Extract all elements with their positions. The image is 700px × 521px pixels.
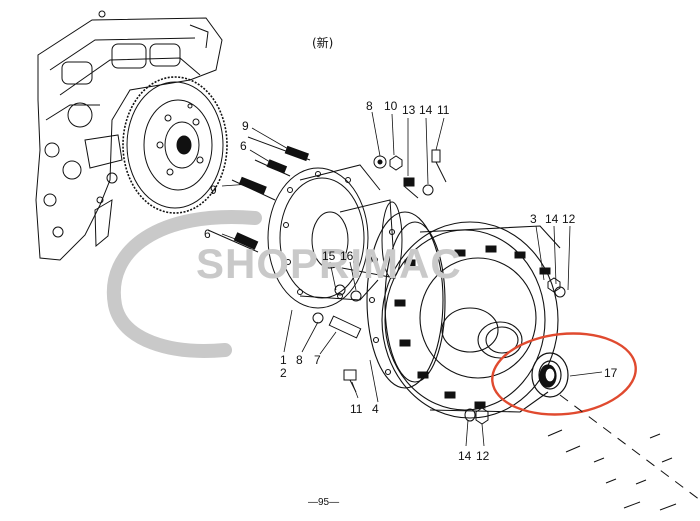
- callout-4: 4: [372, 402, 379, 416]
- centerline: [559, 394, 700, 501]
- callout-6-upper: 6: [240, 139, 247, 153]
- callout-14-bottom: 14: [458, 449, 472, 463]
- callout-11-lower: 11: [350, 402, 363, 416]
- flywheel: [122, 76, 228, 214]
- oil-seal: [531, 352, 569, 398]
- callout-17: 17: [604, 366, 618, 380]
- callout-9-upper: 9: [242, 119, 249, 133]
- watermark-text: SHOPRIMAC: [196, 240, 462, 287]
- studs-group: [207, 136, 311, 253]
- callout-9-lower: 9: [210, 183, 217, 197]
- page-number: —95—: [308, 497, 339, 508]
- callout-13: 13: [402, 103, 416, 117]
- watermark: SHOPRIMAC: [106, 210, 462, 358]
- highlight-circle: [491, 332, 637, 416]
- callout-10: 10: [384, 99, 398, 113]
- axis-dashes: [547, 429, 677, 511]
- callout-15: 15: [322, 249, 336, 263]
- callout-12-right: 12: [562, 212, 576, 226]
- engine-block: [35, 10, 223, 261]
- callout-12-bottom: 12: [476, 449, 490, 463]
- callout-11-top: 11: [437, 103, 450, 117]
- callout-labels: 8 10 13 14 11 9 6 9 6 15 16 3 14 12 1 2 …: [204, 99, 618, 463]
- leader-lines: [221, 111, 603, 447]
- callout-3: 3: [530, 212, 537, 226]
- converter-housing: [366, 211, 561, 419]
- page-header: (新): [312, 35, 333, 50]
- callout-14-top: 14: [419, 103, 433, 117]
- callout-2: 2: [280, 366, 287, 380]
- callout-6-lower: 6: [204, 227, 211, 241]
- callout-16: 16: [340, 249, 354, 263]
- callout-8-lower: 8: [296, 353, 303, 367]
- callout-7: 7: [314, 353, 321, 367]
- callout-1: 1: [280, 353, 287, 367]
- callout-14-right: 14: [545, 212, 559, 226]
- callout-8: 8: [366, 99, 373, 113]
